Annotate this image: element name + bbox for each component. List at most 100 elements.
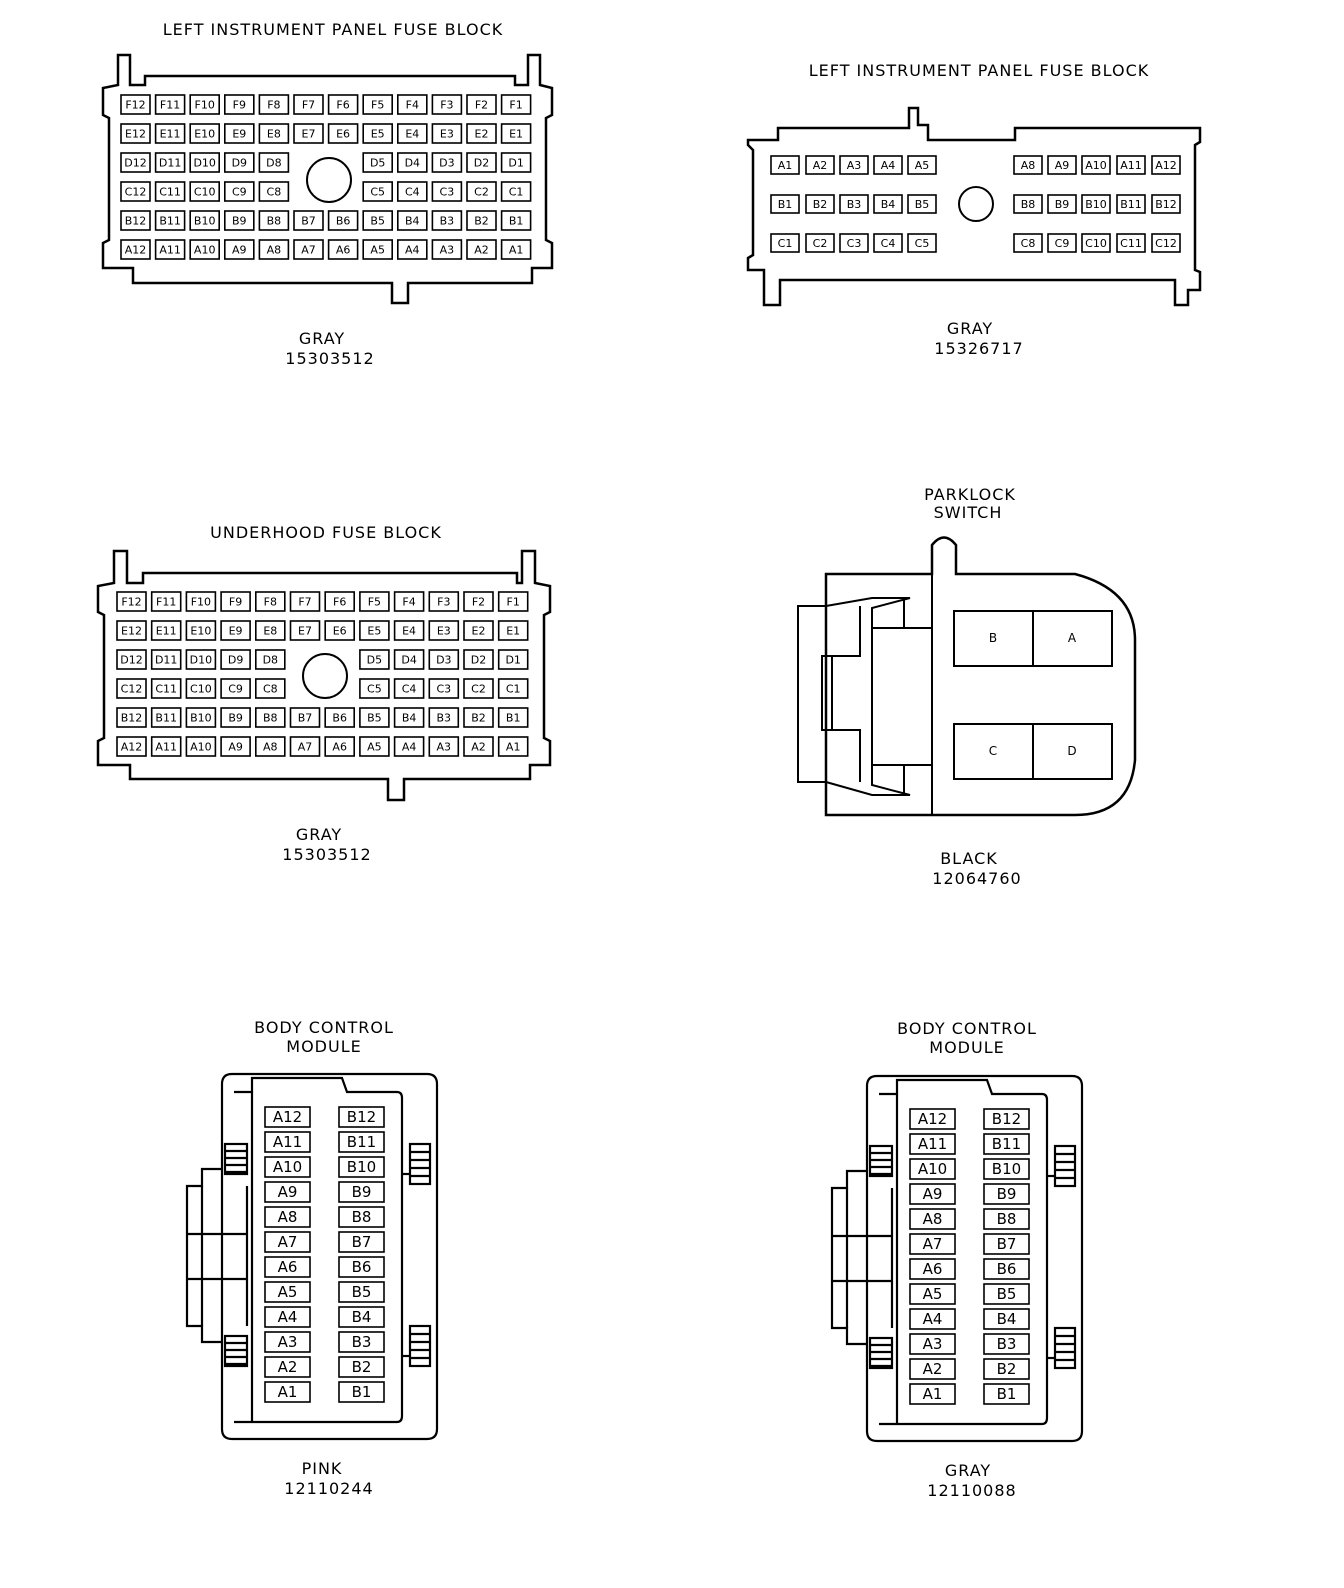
pin-cavity: B2: [805, 194, 835, 214]
pin-box: [224, 239, 255, 260]
pin-cavity: F10: [185, 591, 217, 612]
pin-label: D11: [159, 157, 181, 170]
pin-box: [873, 233, 903, 253]
pin-box: [909, 1333, 956, 1355]
pin-cavity: F11: [150, 591, 182, 612]
pin-box: [463, 678, 494, 699]
pin-label: A8: [278, 1208, 298, 1226]
pin-label: E4: [405, 128, 419, 141]
pin-cavity: B12: [1151, 194, 1181, 214]
pin-cavity: A12: [120, 239, 151, 260]
pin-label: A2: [813, 159, 828, 172]
pin-label: C5: [367, 683, 382, 696]
pin-cavity: A3: [909, 1333, 956, 1355]
pin-cavity: B12: [338, 1106, 385, 1128]
pin-label: D10: [193, 157, 215, 170]
pin-cavity: A7: [293, 239, 324, 260]
pin-box: [220, 649, 251, 670]
pin-label: A7: [923, 1235, 943, 1253]
part-number: 15303512: [285, 349, 374, 368]
pin-cavity: B7: [293, 210, 324, 231]
connector-title: UNDERHOOD FUSE BLOCK: [210, 523, 442, 542]
pin-cavity: B9: [1047, 194, 1077, 214]
pin-box: [770, 233, 800, 253]
pin-label: A7: [298, 741, 313, 754]
pin-cavity: A4: [873, 155, 903, 175]
pin-cavity: C8: [255, 678, 286, 699]
pin-box: [500, 152, 532, 173]
pin-box: [500, 123, 532, 144]
pin-cavity: F1: [497, 591, 529, 612]
pin-cavity: B1: [497, 707, 529, 728]
pin-box: [264, 1381, 311, 1403]
pin-box: [220, 707, 251, 728]
pin-box: [497, 591, 529, 612]
pin-cavity: F3: [431, 94, 463, 115]
pin-box: [839, 155, 869, 175]
pin-label: F4: [406, 99, 419, 112]
pin-cavity: A11: [264, 1131, 311, 1153]
pin-cavity: C4: [396, 181, 428, 202]
pin-label: B4: [405, 215, 420, 228]
pin-cavity: B3: [839, 194, 869, 214]
pin-label: E1: [509, 128, 523, 141]
pin-cavity: D10: [185, 649, 217, 670]
pin-cavity: A3: [431, 239, 463, 260]
pin-grid: A12A11A10A9A8A7A6A5A4A3A2A1B12B11B10B9B8…: [264, 1106, 385, 1403]
pin-label: C10: [190, 683, 212, 696]
pin-box: [1013, 233, 1043, 253]
pin-label: D1: [508, 157, 523, 170]
pin-label: B12: [347, 1108, 376, 1126]
pin-box: [1151, 155, 1181, 175]
pin-box: [324, 707, 356, 728]
pin-cavity: C2: [463, 678, 494, 699]
pin-label: C11: [155, 683, 177, 696]
pin-cavity: B3: [431, 210, 463, 231]
pin-box: [983, 1383, 1030, 1405]
pin-box: [116, 707, 147, 728]
pin-box: [293, 123, 324, 144]
pin-box: [466, 94, 497, 115]
pin-box: [466, 210, 497, 231]
pin-cavity: A9: [220, 736, 251, 757]
pin-label: B3: [847, 198, 862, 211]
pin-label: B5: [915, 198, 930, 211]
pin-box: [983, 1158, 1030, 1180]
pin-label: B3: [440, 215, 455, 228]
pin-cavity: A6: [324, 736, 356, 757]
pin-label: A3: [923, 1335, 943, 1353]
pin-cavity: A4: [909, 1308, 956, 1330]
pin-label: A12: [918, 1110, 947, 1128]
pin-label: B12: [121, 712, 143, 725]
connector-bcm-gray: BODY CONTROL MODULE A12A11A10A9A8A7A6A5A…: [830, 1019, 1084, 1500]
pin-box: [362, 123, 394, 144]
pin-cavity: A11: [150, 736, 182, 757]
pin-box: [431, 239, 463, 260]
pin-label: C11: [159, 186, 181, 199]
pin-box: [909, 1208, 956, 1230]
pin-cavity: C11: [154, 181, 186, 202]
pin-cavity: A1: [264, 1381, 311, 1403]
pin-label: A1: [778, 159, 793, 172]
pin-cavity: C1: [770, 233, 800, 253]
pin-cavity: A1: [770, 155, 800, 175]
pin-box: [393, 736, 425, 757]
pin-cavity: A3: [264, 1331, 311, 1353]
pin-cavity: B8: [258, 210, 290, 231]
pin-label: B11: [347, 1133, 376, 1151]
pin-cavity: D3: [431, 152, 463, 173]
pin-cavity: A7: [289, 736, 321, 757]
pin-label: B11: [992, 1135, 1021, 1153]
pin-cavity: B4: [393, 707, 425, 728]
pin-box: [359, 591, 390, 612]
pin-cavity: A9: [909, 1183, 956, 1205]
pin-box: [338, 1156, 385, 1178]
pin-cavity: B4: [338, 1306, 385, 1328]
pin-label: A9: [278, 1183, 298, 1201]
locating-hole: [306, 157, 352, 203]
pin-box: [289, 591, 321, 612]
pin-box: [1047, 194, 1077, 214]
pin-cavity: C2: [466, 181, 497, 202]
pin-cavity: D8: [258, 152, 290, 173]
pin-box: [264, 1356, 311, 1378]
